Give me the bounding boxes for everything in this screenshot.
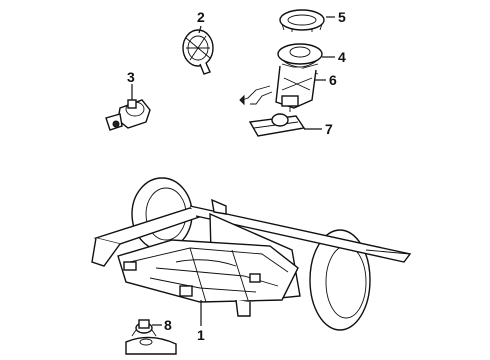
part-lock-ring bbox=[279, 9, 325, 32]
leader-line-2 bbox=[198, 25, 202, 34]
callout-5: 5 bbox=[338, 9, 346, 25]
callout-7: 7 bbox=[325, 121, 333, 137]
callout-8: 8 bbox=[164, 317, 172, 333]
part-fuel-pump-sender bbox=[277, 43, 323, 75]
part-strainer bbox=[248, 113, 306, 137]
callout-2: 2 bbox=[197, 9, 205, 25]
callout-6: 6 bbox=[329, 72, 337, 88]
part-filler-housing bbox=[105, 99, 151, 131]
part-drain-valve bbox=[125, 319, 177, 355]
part-fuel-pump-assembly bbox=[239, 65, 317, 112]
part-fuel-cap bbox=[182, 29, 214, 75]
callout-1: 1 bbox=[197, 327, 205, 343]
callout-3: 3 bbox=[127, 69, 135, 85]
part-fuel-tank-frame bbox=[91, 177, 412, 331]
callout-4: 4 bbox=[338, 49, 346, 65]
